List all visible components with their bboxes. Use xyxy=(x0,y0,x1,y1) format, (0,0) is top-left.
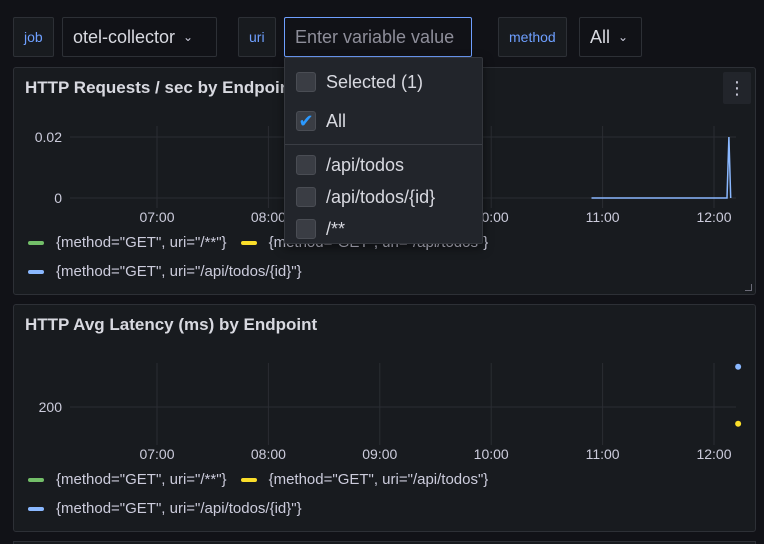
option-label: /** xyxy=(326,218,346,239)
x-tick-label: 12:00 xyxy=(696,209,731,225)
legend-item[interactable]: {method="GET", uri="/api/todos/{id}"} xyxy=(28,263,302,280)
x-tick-label: 07:00 xyxy=(139,209,174,225)
kebab-menu-icon[interactable]: ⋮ xyxy=(723,72,751,104)
data-point xyxy=(735,363,742,370)
option-label: All xyxy=(326,110,347,131)
latency-chart: 07:00 08:00 09:00 10:00 11:00 12:00 200 xyxy=(39,363,742,462)
legend-row-2: {method="GET", uri="/api/todos/{id}"} xyxy=(28,500,316,517)
job-label-text: job xyxy=(24,29,43,45)
checkmark-icon[interactable]: ✔ xyxy=(296,111,316,131)
checkbox[interactable] xyxy=(296,219,316,239)
legend-item[interactable]: {method="GET", uri="/api/todos"} xyxy=(240,471,489,488)
legend-row-1: {method="GET", uri="/**"} {method="GET",… xyxy=(28,471,502,488)
legend-swatch xyxy=(240,240,257,245)
checkbox[interactable] xyxy=(296,72,316,92)
next-panel-edge xyxy=(13,541,756,544)
x-tick-label: 08:00 xyxy=(251,446,286,462)
legend-swatch xyxy=(240,477,257,482)
option-api-todos[interactable]: /api/todos xyxy=(285,149,482,181)
x-tick-label: 11:00 xyxy=(586,209,620,225)
x-tick-label: 08:00 xyxy=(251,209,286,225)
legend-swatch xyxy=(28,269,44,274)
legend-swatch xyxy=(28,506,44,511)
uri-options-dropdown: Selected (1) ✔ All /api/todos /api/todos… xyxy=(284,57,483,244)
legend-item[interactable]: {method="GET", uri="/**"} xyxy=(28,471,227,488)
legend-row-2: {method="GET", uri="/api/todos/{id}"} xyxy=(28,263,316,280)
legend-label: {method="GET", uri="/api/todos/{id}"} xyxy=(56,500,302,517)
x-tick-label: 11:00 xyxy=(586,446,620,462)
resize-handle[interactable] xyxy=(745,284,752,291)
job-variable-select[interactable]: otel-collector ⌄ xyxy=(62,17,217,57)
y-tick-label: 0.02 xyxy=(35,129,62,145)
selected-count-option[interactable]: Selected (1) xyxy=(285,66,482,98)
selected-count-label: Selected (1) xyxy=(326,71,424,92)
method-value: All xyxy=(590,26,611,47)
x-tick-label: 12:00 xyxy=(696,446,731,462)
job-value: otel-collector xyxy=(73,26,176,47)
panel-title: HTTP Requests / sec by Endpoint xyxy=(25,78,296,97)
y-tick-label: 0 xyxy=(54,190,62,206)
method-variable-select[interactable]: All ⌄ xyxy=(579,17,642,57)
checkbox[interactable] xyxy=(296,155,316,175)
uri-variable-input[interactable] xyxy=(284,17,472,57)
legend-label: {method="GET", uri="/**"} xyxy=(56,471,227,488)
uri-label-text: uri xyxy=(249,29,265,45)
series-line xyxy=(591,136,732,199)
option-wildcard[interactable]: /** xyxy=(285,213,482,245)
option-all[interactable]: ✔ All xyxy=(285,105,482,137)
panel-title: HTTP Avg Latency (ms) by Endpoint xyxy=(25,315,318,334)
legend-label: {method="GET", uri="/**"} xyxy=(56,234,227,251)
x-tick-label: 10:00 xyxy=(474,446,509,462)
method-variable-label: method xyxy=(498,17,567,57)
x-tick-label: 07:00 xyxy=(139,446,174,462)
x-tick-label: 09:00 xyxy=(362,446,397,462)
legend-label: {method="GET", uri="/api/todos/{id}"} xyxy=(56,263,302,280)
option-label: /api/todos/{id} xyxy=(326,186,436,207)
legend-label: {method="GET", uri="/api/todos"} xyxy=(268,471,489,488)
job-variable-label: job xyxy=(13,17,54,57)
legend-swatch xyxy=(28,477,44,482)
legend-swatch xyxy=(28,240,44,245)
checkbox[interactable] xyxy=(296,187,316,207)
data-point xyxy=(735,420,742,427)
legend-item[interactable]: {method="GET", uri="/api/todos/{id}"} xyxy=(28,500,302,517)
legend-item[interactable]: {method="GET", uri="/**"} xyxy=(28,234,227,251)
chevron-down-icon: ⌄ xyxy=(618,30,629,44)
option-api-todos-id[interactable]: /api/todos/{id} xyxy=(285,181,482,213)
option-label: /api/todos xyxy=(326,154,405,175)
y-tick-label: 200 xyxy=(39,399,63,415)
uri-variable-label: uri xyxy=(238,17,276,57)
method-label-text: method xyxy=(509,29,556,45)
divider xyxy=(285,144,482,145)
chevron-down-icon: ⌄ xyxy=(183,30,194,44)
